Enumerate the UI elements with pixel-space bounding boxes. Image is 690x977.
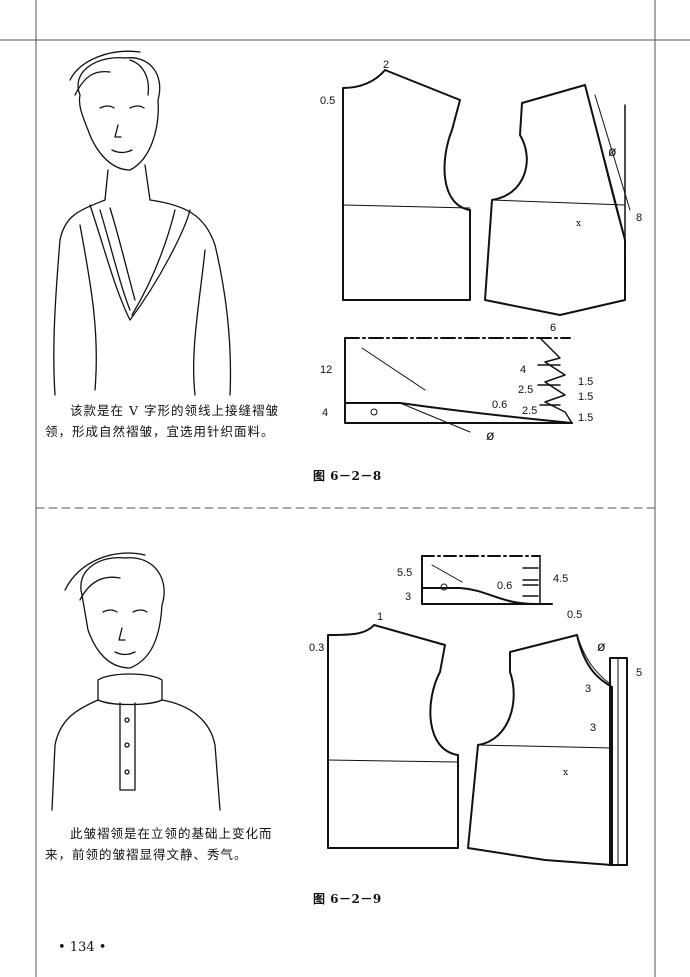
front-bodice-pattern-1: x [484, 84, 631, 316]
front-bodice-pattern-2: x [467, 634, 628, 866]
dimension-label: ø [608, 143, 617, 159]
dimension-label: 2 [383, 59, 390, 71]
dimension-label: 4.5 [553, 573, 569, 585]
dimension-label: ø [486, 427, 495, 443]
figure-description: 该款是在 V 字形的领线上接缝褶皱领，形成自然褶皱，宜选用针织面料。 [45, 403, 279, 439]
dimension-label: 3 [405, 591, 412, 603]
collar-pattern-1 [344, 337, 573, 433]
dimension-label: 5 [636, 667, 643, 679]
dimension-label: 8 [636, 212, 643, 224]
dimension-label: 1 [377, 611, 384, 623]
dimension-label: 4 [520, 364, 527, 376]
dimension-label: 0.3 [309, 642, 325, 654]
dimension-label: ø [597, 638, 606, 654]
dimension-label: 5.5 [397, 567, 413, 579]
dimension-label: 4 [322, 407, 329, 419]
dimension-label: 0.5 [320, 95, 336, 107]
dimension-label: 1.5 [578, 391, 594, 403]
back-bodice-pattern-1 [342, 69, 471, 301]
collar-pattern-2 [421, 555, 553, 606]
page-number: • 134 • [58, 940, 107, 955]
dimension-label: 3 [585, 683, 592, 695]
dimension-label: 12 [320, 364, 333, 376]
figure-caption: 图 6－2－8 [313, 469, 382, 483]
fashion-illustration-stand-collar [51, 552, 221, 811]
center-mark: x [563, 768, 568, 778]
dimension-label: 3 [590, 722, 597, 734]
figure-caption: 图 6－2－9 [313, 892, 382, 906]
dimension-label: 1.5 [578, 376, 594, 388]
dimension-label: 0.6 [497, 580, 513, 592]
back-bodice-pattern-2 [327, 624, 459, 849]
figure-description: 此皱褶领是在立领的基础上变化而来，前领的皱褶显得文静、秀气。 [45, 826, 273, 862]
dimension-label: 2.5 [522, 405, 538, 417]
dimension-label: 1.5 [578, 412, 594, 424]
dimension-label: 2.5 [518, 384, 534, 396]
dimension-label: 6 [550, 322, 557, 334]
center-mark: x [576, 219, 581, 229]
dimension-label: 0.6 [492, 399, 508, 411]
dimension-label: 0.5 [567, 609, 583, 621]
fashion-illustration-v-neck [53, 50, 232, 396]
